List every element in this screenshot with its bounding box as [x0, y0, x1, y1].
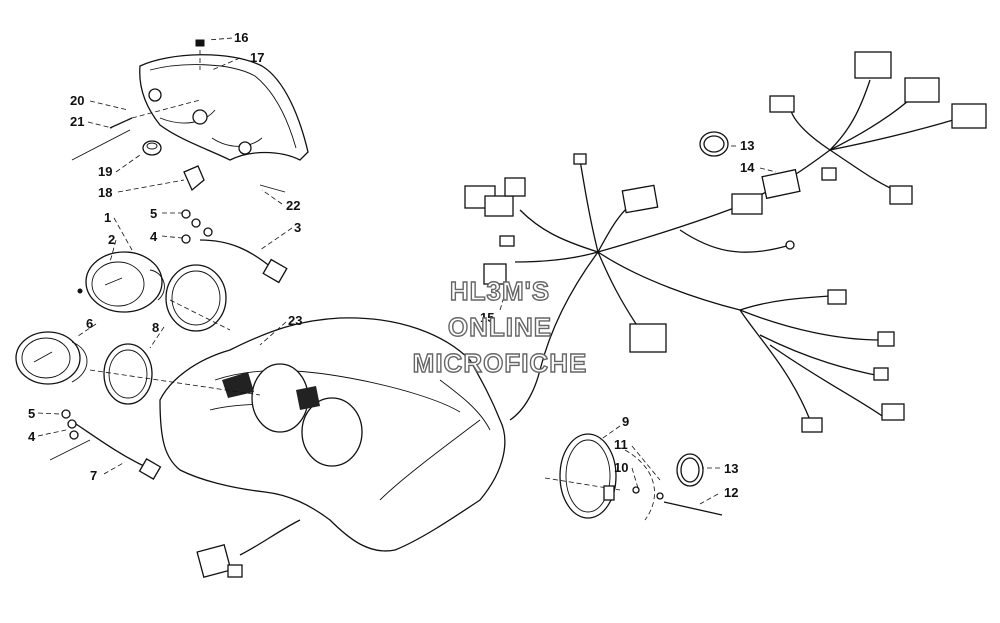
part-22-screw: [259, 184, 286, 193]
callout-5-upper: 5: [150, 206, 157, 221]
callout-5-lower: 5: [28, 406, 35, 421]
speedometer-gauge: [77, 251, 165, 313]
callout-20: 20: [70, 93, 84, 108]
callout-10: 10: [614, 460, 628, 475]
watermark-line-3: MICROFICHE: [413, 348, 588, 378]
callout-9: 9: [622, 414, 629, 429]
callout-21: 21: [70, 114, 84, 129]
callout-13-upper: 13: [740, 138, 754, 153]
tachometer-gauge: [15, 331, 88, 385]
watermark: HL3M'S ONLINE MICROFICHE: [412, 275, 588, 378]
part-18-clip: [183, 165, 205, 192]
callout-1: 1: [104, 210, 111, 225]
bezel-ring-lower: [103, 343, 153, 405]
watermark-line-2: ONLINE: [448, 312, 552, 342]
wiring-connector-3: [181, 209, 288, 284]
part-13-ring-lower: [676, 453, 704, 487]
callout-2: 2: [108, 232, 115, 247]
callout-7: 7: [90, 468, 97, 483]
callout-18: 18: [98, 185, 112, 200]
callout-15: 15: [480, 310, 494, 325]
callout-11: 11: [614, 437, 628, 452]
callout-22: 22: [286, 198, 300, 213]
callout-8: 8: [152, 320, 159, 335]
callout-12: 12: [724, 485, 738, 500]
callout-17: 17: [250, 50, 264, 65]
callout-6: 6: [86, 316, 93, 331]
callout-labels: 16 17 20 21 19 18 22 1 2 5 4 3 6 8 23 5 …: [28, 30, 755, 500]
callout-3: 3: [294, 220, 301, 235]
callout-4-upper: 4: [150, 229, 158, 244]
callout-19: 19: [98, 164, 112, 179]
callout-23: 23: [288, 313, 302, 328]
callout-16: 16: [234, 30, 248, 45]
headlight-assembly: [544, 433, 723, 521]
main-wiring-harness: [464, 51, 987, 433]
callout-4-lower: 4: [28, 429, 36, 444]
dash-harness-connector: [196, 519, 301, 578]
leader-lines: [37, 37, 777, 505]
watermark-line-1: HL3M'S: [450, 276, 550, 306]
bezel-ring-upper: [165, 264, 227, 332]
hood-housing: [139, 39, 309, 161]
callout-13-lower: 13: [724, 461, 738, 476]
part-19-grommet: [142, 140, 162, 156]
dash-panel: [89, 299, 506, 552]
part-13-ring-upper: [699, 131, 729, 157]
callout-14: 14: [740, 160, 755, 175]
wiring-connector-7: [49, 409, 162, 480]
part-20-21-spring-screw: [71, 99, 201, 161]
